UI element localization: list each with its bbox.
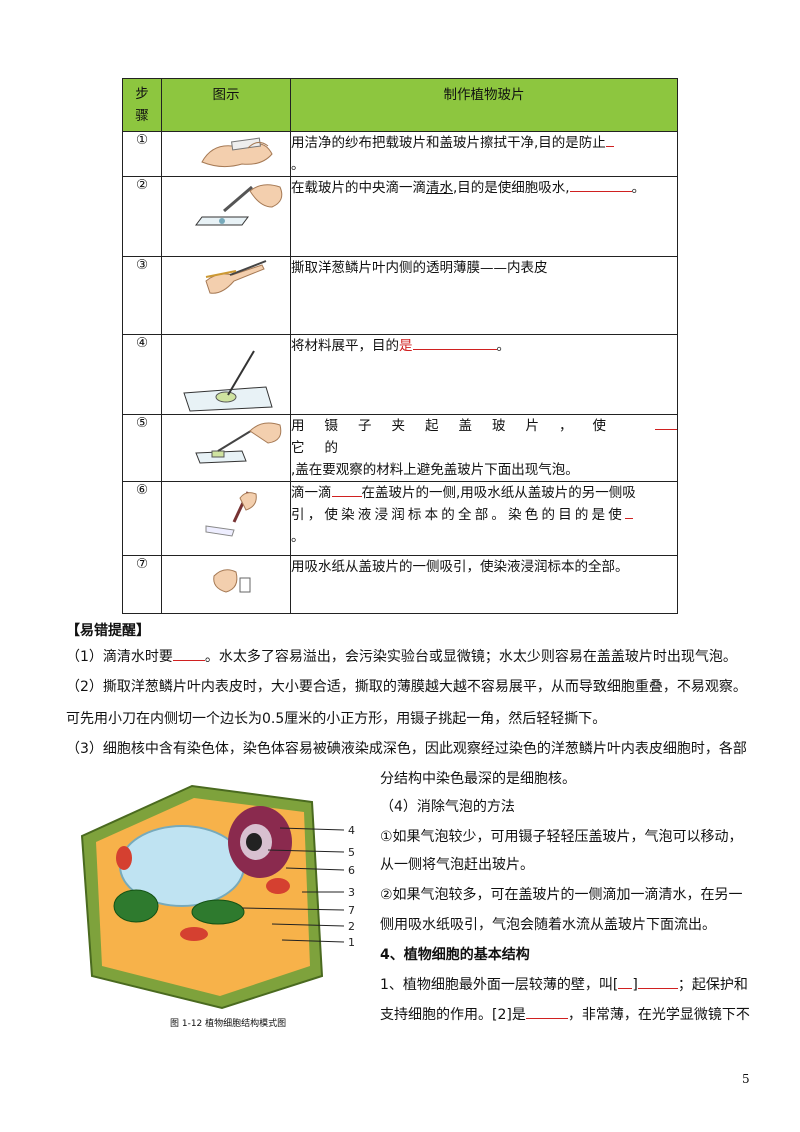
tips-line: 侧用吸水纸吸引，气泡会随着水流从盖玻片下面流出。	[380, 917, 716, 933]
step-text: 将材料展平，目的是。	[290, 334, 678, 415]
section-line: 支持细胞的作用。[2]是，非常薄，在光学显微镜下不	[380, 1004, 750, 1026]
step-number: ⑦	[122, 555, 162, 614]
header-step: 步骤	[122, 78, 162, 132]
step-text: 在载玻片的中央滴一滴清水,目的是使细胞吸水,。	[290, 176, 678, 257]
tips-line: ②如果气泡较多，可在盖玻片的一侧滴加一滴清水，在另一	[380, 887, 743, 903]
figure-label: 5	[348, 846, 355, 859]
tips-line: ①如果气泡较少，可用镊子轻轻压盖玻片，气泡可以移动，	[380, 829, 743, 845]
step-illustration	[161, 555, 291, 614]
table-row: ② 在载玻片的中央滴一滴清水,目的是使细胞吸水,。	[122, 176, 678, 257]
header-image: 图示	[161, 78, 291, 132]
tips-line: （1）滴清水时要。水太多了容易溢出，会污染实验台或显微镜；水太少则容易在盖盖玻片…	[66, 646, 737, 668]
step-illustration	[161, 334, 291, 415]
table-row: ① 用洁净的纱布把载玻片和盖玻片擦拭干净,目的是防止。	[122, 131, 678, 177]
answer-blank[interactable]	[618, 974, 633, 989]
table-row: ⑥ 滴一滴在盖玻片的一侧,用吸水纸从盖玻片的另一侧吸引，使染液浸润标本的全部。染…	[122, 481, 678, 556]
step-number: ①	[122, 131, 162, 177]
step-number: ②	[122, 176, 162, 257]
table-row: ⑤ 用镊子夹起盖玻片，使它的,盖在要观察的材料上避免盖玻片下面出现气泡。	[122, 414, 678, 482]
figure-label: 2	[348, 920, 355, 933]
tips-title: 【易错提醒】	[66, 623, 150, 639]
step-text: 滴一滴在盖玻片的一侧,用吸水纸从盖玻片的另一侧吸引，使染液浸润标本的全部。染色的…	[290, 481, 678, 556]
tips-line: （4）消除气泡的方法	[380, 799, 515, 815]
section-line: 1、植物细胞最外面一层较薄的壁，叫[]；起保护和	[380, 974, 748, 996]
step-illustration	[161, 176, 291, 257]
table-header-row: 步骤 图示 制作植物玻片	[122, 78, 678, 132]
table-row: ④ 将材料展平，目的是。	[122, 334, 678, 415]
figure-label: 3	[348, 886, 355, 899]
header-title: 制作植物玻片	[290, 78, 678, 132]
tips-line: 可先用小刀在内侧切一个边长为0.5厘米的小正方形，用镊子挑起一角，然后轻轻撕下。	[66, 711, 607, 727]
step-illustration	[161, 256, 291, 335]
answer-blank[interactable]	[625, 504, 633, 519]
figure-label: 6	[348, 864, 355, 877]
figure-label: 7	[348, 904, 355, 917]
step-text: 用镊子夹起盖玻片，使它的,盖在要观察的材料上避免盖玻片下面出现气泡。	[290, 414, 678, 482]
figure-caption: 图 1-12 植物细胞结构模式图	[170, 1019, 287, 1029]
answer-blank[interactable]	[569, 177, 632, 192]
figure-label: 4	[348, 824, 355, 837]
step-text: 撕取洋葱鳞片叶内侧的透明薄膜——内表皮	[290, 256, 678, 335]
tips-line: （3）细胞核中含有染色体，染色体容易被碘液染成深色，因此观察经过染色的洋葱鳞片叶…	[66, 741, 747, 757]
section-title: 4、植物细胞的基本结构	[380, 947, 530, 963]
answer-blank[interactable]	[637, 974, 678, 989]
tips-line: （2）撕取洋葱鳞片叶内表皮时，大小要合适，撕取的薄膜越大越不容易展平，从而导致细…	[66, 679, 747, 695]
answer-blank[interactable]	[605, 132, 614, 147]
page-number: 5	[742, 1072, 750, 1086]
step-number: ③	[122, 256, 162, 335]
answer-blank[interactable]	[412, 335, 497, 350]
step-number: ④	[122, 334, 162, 415]
step-number: ⑤	[122, 414, 162, 482]
step-illustration	[161, 131, 291, 177]
table-row: ③ 撕取洋葱鳞片叶内侧的透明薄膜——内表皮	[122, 256, 678, 335]
plant-cell-figure: 4 5 6 3 7 2 1	[80, 784, 355, 1010]
table-row: ⑦ 用吸水纸从盖玻片的一侧吸引，使染液浸润标本的全部。	[122, 555, 678, 614]
step-number: ⑥	[122, 481, 162, 556]
steps-table: 步骤 图示 制作植物玻片 ① 用洁净的纱布把载玻片和盖玻片擦拭干净,目的是防止。…	[122, 78, 678, 614]
figure-label: 1	[348, 936, 355, 949]
step-illustration	[161, 414, 291, 482]
answer-blank[interactable]	[525, 1004, 568, 1019]
tips-line: 从一侧将气泡赶出玻片。	[380, 857, 534, 873]
step-text: 用洁净的纱布把载玻片和盖玻片擦拭干净,目的是防止。	[290, 131, 678, 177]
step-text: 用吸水纸从盖玻片的一侧吸引，使染液浸润标本的全部。	[290, 555, 678, 614]
answer-blank[interactable]	[331, 482, 362, 497]
answer-blank[interactable]	[655, 415, 677, 430]
answer-blank[interactable]	[172, 646, 205, 661]
tips-line: 分结构中染色最深的是细胞核。	[380, 771, 576, 787]
step-illustration	[161, 481, 291, 556]
